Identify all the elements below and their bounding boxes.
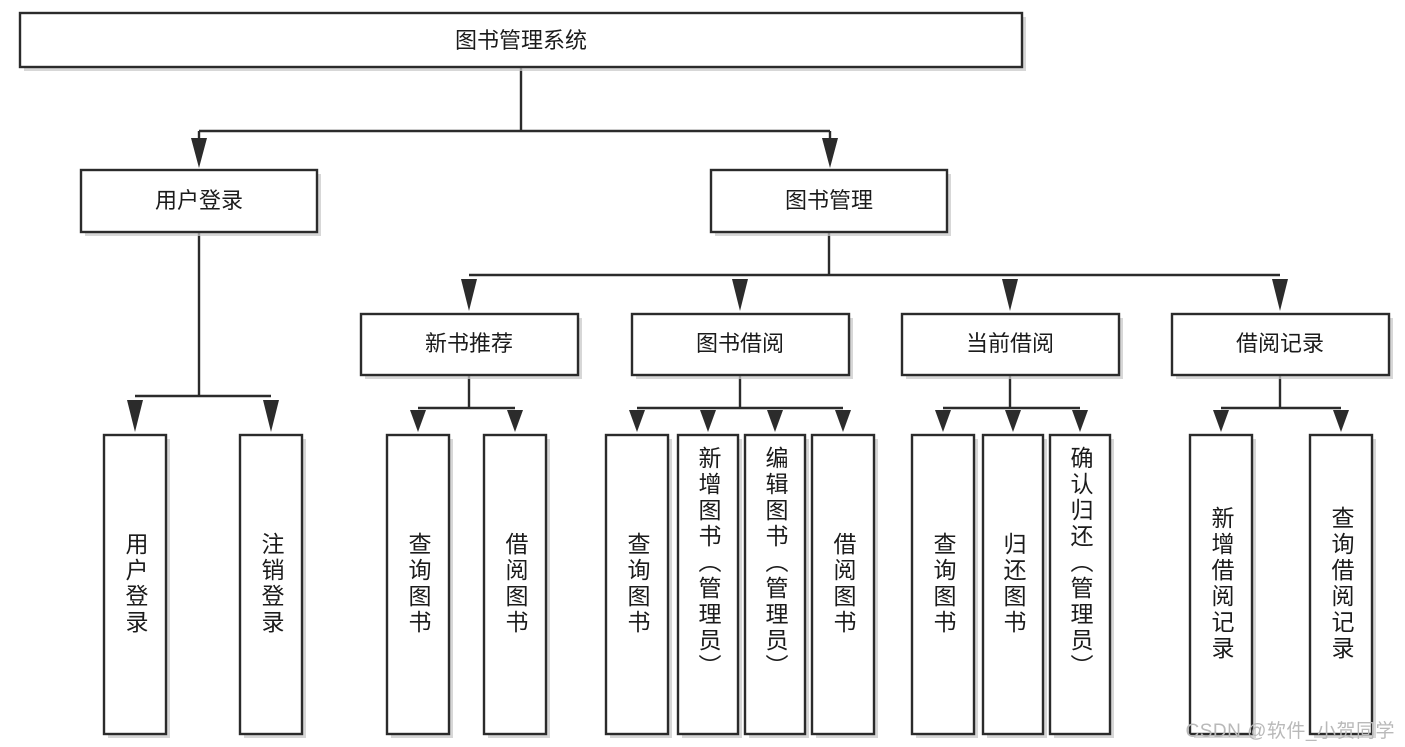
arrowhead-book-borrow [732,279,748,311]
leaf-query-book-3-label: 查询图书 [930,532,957,636]
arrowhead-borrow-record [1272,279,1288,311]
leaf-query-borrow-record-box [1308,433,1374,736]
connector-layer [127,67,1349,432]
arrowhead-leaf-add-book-admin [700,410,716,432]
borrow-record-label: 借阅记录 [1236,331,1324,356]
leaf-return-book-label: 归还图书 [1000,532,1027,636]
leaf-user-login-label: 用户登录 [122,532,149,636]
leaf-query-borrow-record-label: 查询借阅记录 [1328,506,1355,662]
node-leaf-add-borrow-record[interactable]: 新增借阅记录 [1188,433,1256,738]
root-label: 图书管理系统 [455,28,587,53]
node-new-book-recommend[interactable]: 新书推荐 [359,312,582,379]
leaf-query-book-1-box [385,433,451,736]
node-current-borrow[interactable]: 当前借阅 [900,312,1123,379]
book-manage-box [709,168,949,234]
node-leaf-query-book-2[interactable]: 查询图书 [604,433,672,738]
arrowhead-leaf-query-book-2 [629,410,645,432]
leaf-add-borrow-record-box [1188,433,1254,736]
leaf-add-book-admin-label: 新增图书（管理员） [695,446,722,680]
leaf-add-book-admin-box [676,433,740,736]
node-leaf-confirm-return-admin[interactable]: 确认归还（管理员） [1048,433,1114,738]
node-leaf-borrow-book-2[interactable]: 借阅图书 [810,433,878,738]
leaf-query-book-1-label: 查询图书 [405,532,432,636]
arrowhead-book-manage [822,138,838,168]
node-borrow-record[interactable]: 借阅记录 [1170,312,1393,379]
leaf-edit-book-admin-box [743,433,807,736]
leaf-query-book-2-label: 查询图书 [624,532,651,636]
node-leaf-borrow-book-1[interactable]: 借阅图书 [482,433,550,738]
user-login-box [79,168,319,234]
leaf-borrow-book-2-box [810,433,876,736]
leaf-user-logout-box [238,433,304,736]
leaf-add-borrow-record-label: 新增借阅记录 [1208,506,1235,662]
leaf-borrow-book-1-box [482,433,548,736]
leaf-user-login-box [102,433,168,736]
book-borrow-label: 图书借阅 [696,331,784,356]
root-box [18,11,1024,69]
csdn-watermark: CSDN @软件_小贺同学 [1185,721,1395,742]
arrowhead-leaf-borrow-book-1 [507,410,523,432]
node-leaf-return-book[interactable]: 归还图书 [981,433,1047,738]
leaf-user-logout-label: 注销登录 [258,532,285,636]
leaf-return-book-box [981,433,1045,736]
leaf-borrow-book-2-label: 借阅图书 [830,532,857,636]
leaf-query-book-2-box [604,433,670,736]
node-leaf-query-borrow-record[interactable]: 查询借阅记录 [1308,433,1376,738]
node-leaf-query-book-1[interactable]: 查询图书 [385,433,453,738]
arrowhead-user-login [191,138,207,168]
leaf-confirm-return-admin-box [1048,433,1112,736]
arrowhead-leaf-user-login [127,400,143,432]
book-borrow-box [630,312,851,377]
node-root[interactable]: 图书管理系统 [18,11,1026,71]
leaf-edit-book-admin-label: 编辑图书（管理员） [762,446,789,680]
arrowhead-leaf-query-book-1 [410,410,426,432]
node-leaf-user-login[interactable]: 用户登录 [102,433,170,738]
book-manage-label: 图书管理 [785,188,873,213]
node-user-login[interactable]: 用户登录 [79,168,321,236]
leaf-query-book-3-box [910,433,976,736]
arrowhead-leaf-query-borrow-record [1333,410,1349,432]
new-book-recommend-label: 新书推荐 [425,331,513,356]
current-borrow-box [900,312,1121,377]
arrowhead-leaf-confirm-return-admin [1072,410,1088,432]
node-leaf-edit-book-admin[interactable]: 编辑图书（管理员） [743,433,809,738]
node-leaf-user-logout[interactable]: 注销登录 [238,433,306,738]
node-leaf-query-book-3[interactable]: 查询图书 [910,433,978,738]
arrowhead-leaf-query-book-3 [935,410,951,432]
current-borrow-label: 当前借阅 [966,331,1054,356]
leaf-confirm-return-admin-label: 确认归还（管理员） [1067,446,1094,680]
arrowhead-leaf-edit-book-admin [767,410,783,432]
new-book-recommend-box [359,312,580,377]
node-leaf-add-book-admin[interactable]: 新增图书（管理员） [676,433,742,738]
arrowhead-current-borrow [1002,279,1018,311]
arrowhead-new-book-recommend [461,279,477,311]
user-login-label: 用户登录 [155,188,243,213]
leaf-borrow-book-1-label: 借阅图书 [502,532,529,636]
arrowhead-leaf-user-logout [263,400,279,432]
arrowhead-leaf-add-borrow-record [1213,410,1229,432]
node-book-manage[interactable]: 图书管理 [709,168,951,236]
arrowhead-leaf-return-book [1005,410,1021,432]
node-book-borrow[interactable]: 图书借阅 [630,312,853,379]
borrow-record-box [1170,312,1391,377]
arrowhead-leaf-borrow-book-2 [835,410,851,432]
